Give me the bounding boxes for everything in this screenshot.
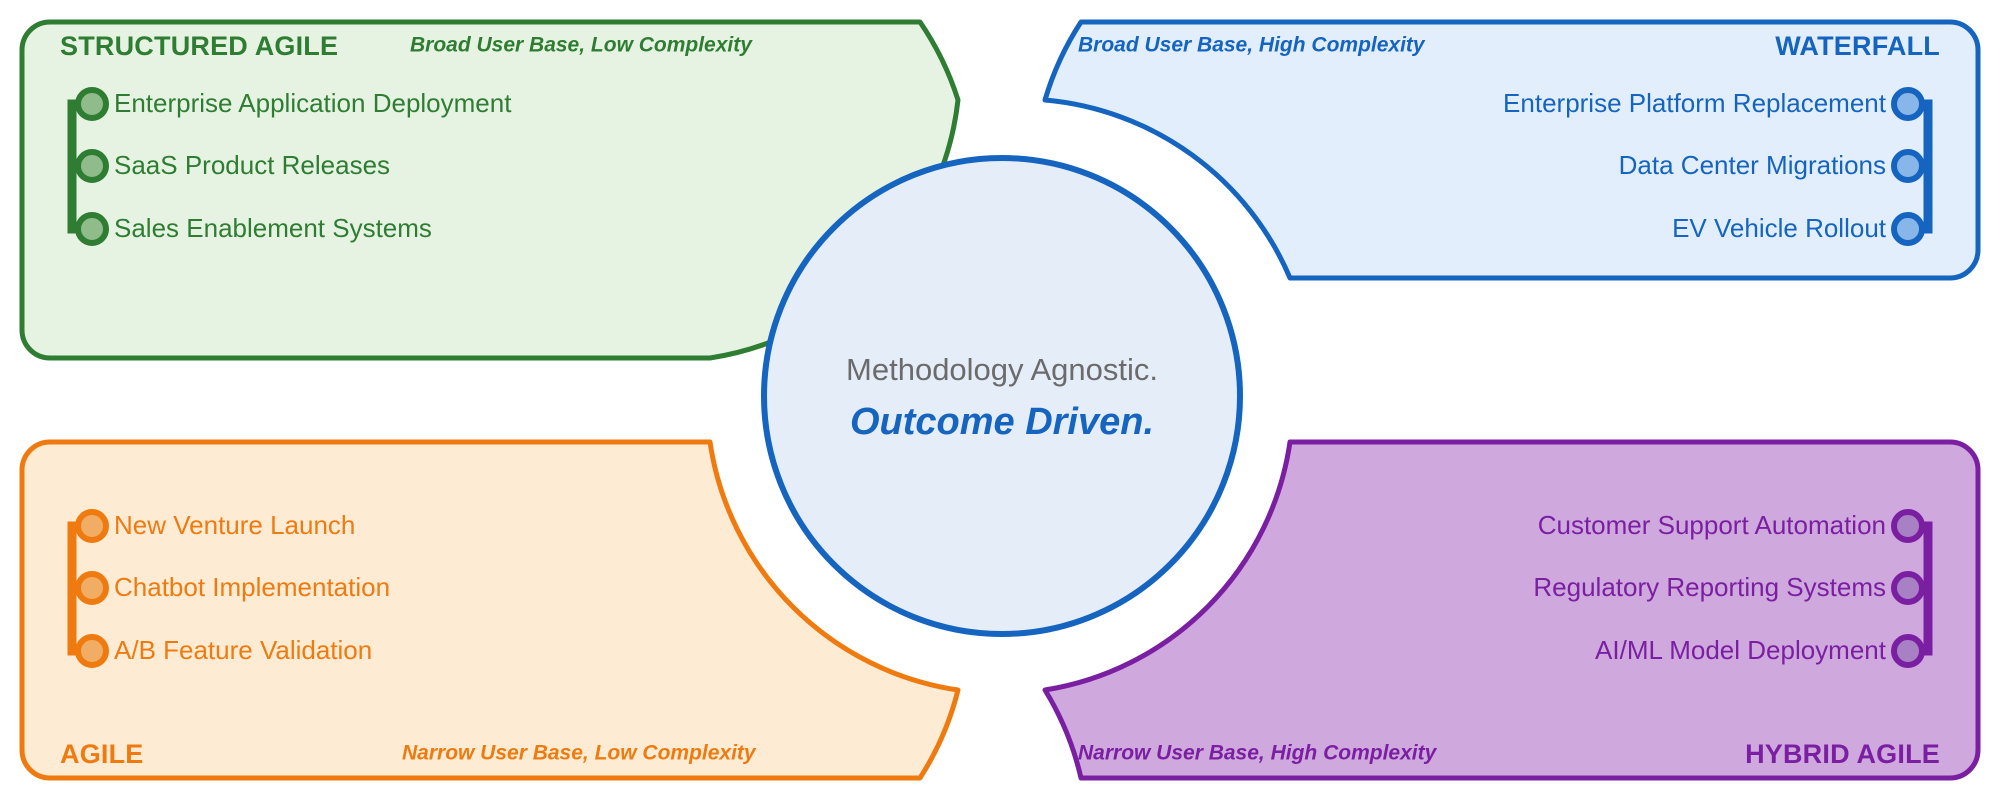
node-waterfall-1[interactable]: Data Center Migrations — [1619, 149, 1925, 183]
node-hybrid-agile-0[interactable]: Customer Support Automation — [1538, 509, 1925, 543]
node-dot-icon — [75, 149, 109, 183]
node-label: Enterprise Platform Replacement — [1503, 88, 1887, 118]
quadrant-subtitle-hybrid-agile: Narrow User Base, High Complexity — [1078, 742, 1438, 765]
node-label: EV Vehicle Rollout — [1672, 213, 1887, 243]
quadrant-agile[interactable]: AGILE Narrow User Base, Low Complexity N… — [19, 439, 961, 781]
quadrant-subtitle-waterfall: Broad User Base, High Complexity — [1078, 34, 1426, 57]
quadrant-subtitle-agile: Narrow User Base, Low Complexity — [402, 742, 757, 765]
node-dot-icon — [1891, 634, 1925, 668]
node-hybrid-agile-2[interactable]: AI/ML Model Deployment — [1595, 634, 1925, 668]
quadrant-title-waterfall: WATERFALL — [1775, 31, 1940, 61]
node-dot-icon — [1891, 87, 1925, 121]
node-waterfall-2[interactable]: EV Vehicle Rollout — [1672, 212, 1925, 246]
quadrant-title-agile: AGILE — [60, 739, 144, 769]
center-hub[interactable]: Methodology Agnostic. Outcome Driven. — [761, 155, 1243, 637]
quadrant-hybrid-agile[interactable]: HYBRID AGILE Narrow User Base, High Comp… — [1042, 439, 1981, 781]
node-hybrid-agile-1[interactable]: Regulatory Reporting Systems — [1533, 571, 1925, 605]
quadrant-title-hybrid-agile: HYBRID AGILE — [1745, 739, 1940, 769]
node-dot-icon — [1891, 571, 1925, 605]
quadrant-subtitle-structured-agile: Broad User Base, Low Complexity — [410, 34, 753, 57]
node-label: Enterprise Application Deployment — [114, 88, 512, 118]
panel-shape-waterfall — [1042, 19, 1981, 281]
node-label: SaaS Product Releases — [114, 150, 390, 180]
node-label: Regulatory Reporting Systems — [1533, 572, 1886, 602]
quadrant-structured-agile[interactable]: STRUCTURED AGILE Broad User Base, Low Co… — [19, 19, 961, 361]
node-dot-icon — [1891, 509, 1925, 543]
quadrant-waterfall[interactable]: WATERFALL Broad User Base, High Complexi… — [1042, 19, 1981, 281]
node-structured-agile-2[interactable]: Sales Enablement Systems — [75, 212, 432, 246]
node-label: Chatbot Implementation — [114, 572, 390, 602]
node-agile-0[interactable]: New Venture Launch — [75, 509, 355, 543]
node-dot-icon — [75, 509, 109, 543]
node-label: Data Center Migrations — [1619, 150, 1886, 180]
node-dot-icon — [1891, 149, 1925, 183]
node-dot-icon — [75, 87, 109, 121]
center-tagline-line1: Methodology Agnostic. — [846, 352, 1158, 387]
node-dot-icon — [75, 634, 109, 668]
node-label: New Venture Launch — [114, 510, 355, 540]
node-structured-agile-0[interactable]: Enterprise Application Deployment — [75, 87, 512, 121]
node-label: A/B Feature Validation — [114, 635, 372, 665]
quadrant-title-structured-agile: STRUCTURED AGILE — [60, 31, 338, 61]
node-agile-1[interactable]: Chatbot Implementation — [75, 571, 390, 605]
node-label: AI/ML Model Deployment — [1595, 635, 1887, 665]
node-dot-icon — [75, 212, 109, 246]
panel-shape-hybrid-agile — [1042, 439, 1981, 781]
node-label: Sales Enablement Systems — [114, 213, 432, 243]
center-tagline-line2: Outcome Driven. — [850, 401, 1154, 443]
center-circle — [761, 155, 1243, 637]
node-structured-agile-1[interactable]: SaaS Product Releases — [75, 149, 390, 183]
panel-shape-agile — [19, 439, 961, 781]
node-dot-icon — [1891, 212, 1925, 246]
node-label: Customer Support Automation — [1538, 510, 1886, 540]
node-dot-icon — [75, 571, 109, 605]
node-agile-2[interactable]: A/B Feature Validation — [75, 634, 372, 668]
node-waterfall-0[interactable]: Enterprise Platform Replacement — [1503, 87, 1925, 121]
